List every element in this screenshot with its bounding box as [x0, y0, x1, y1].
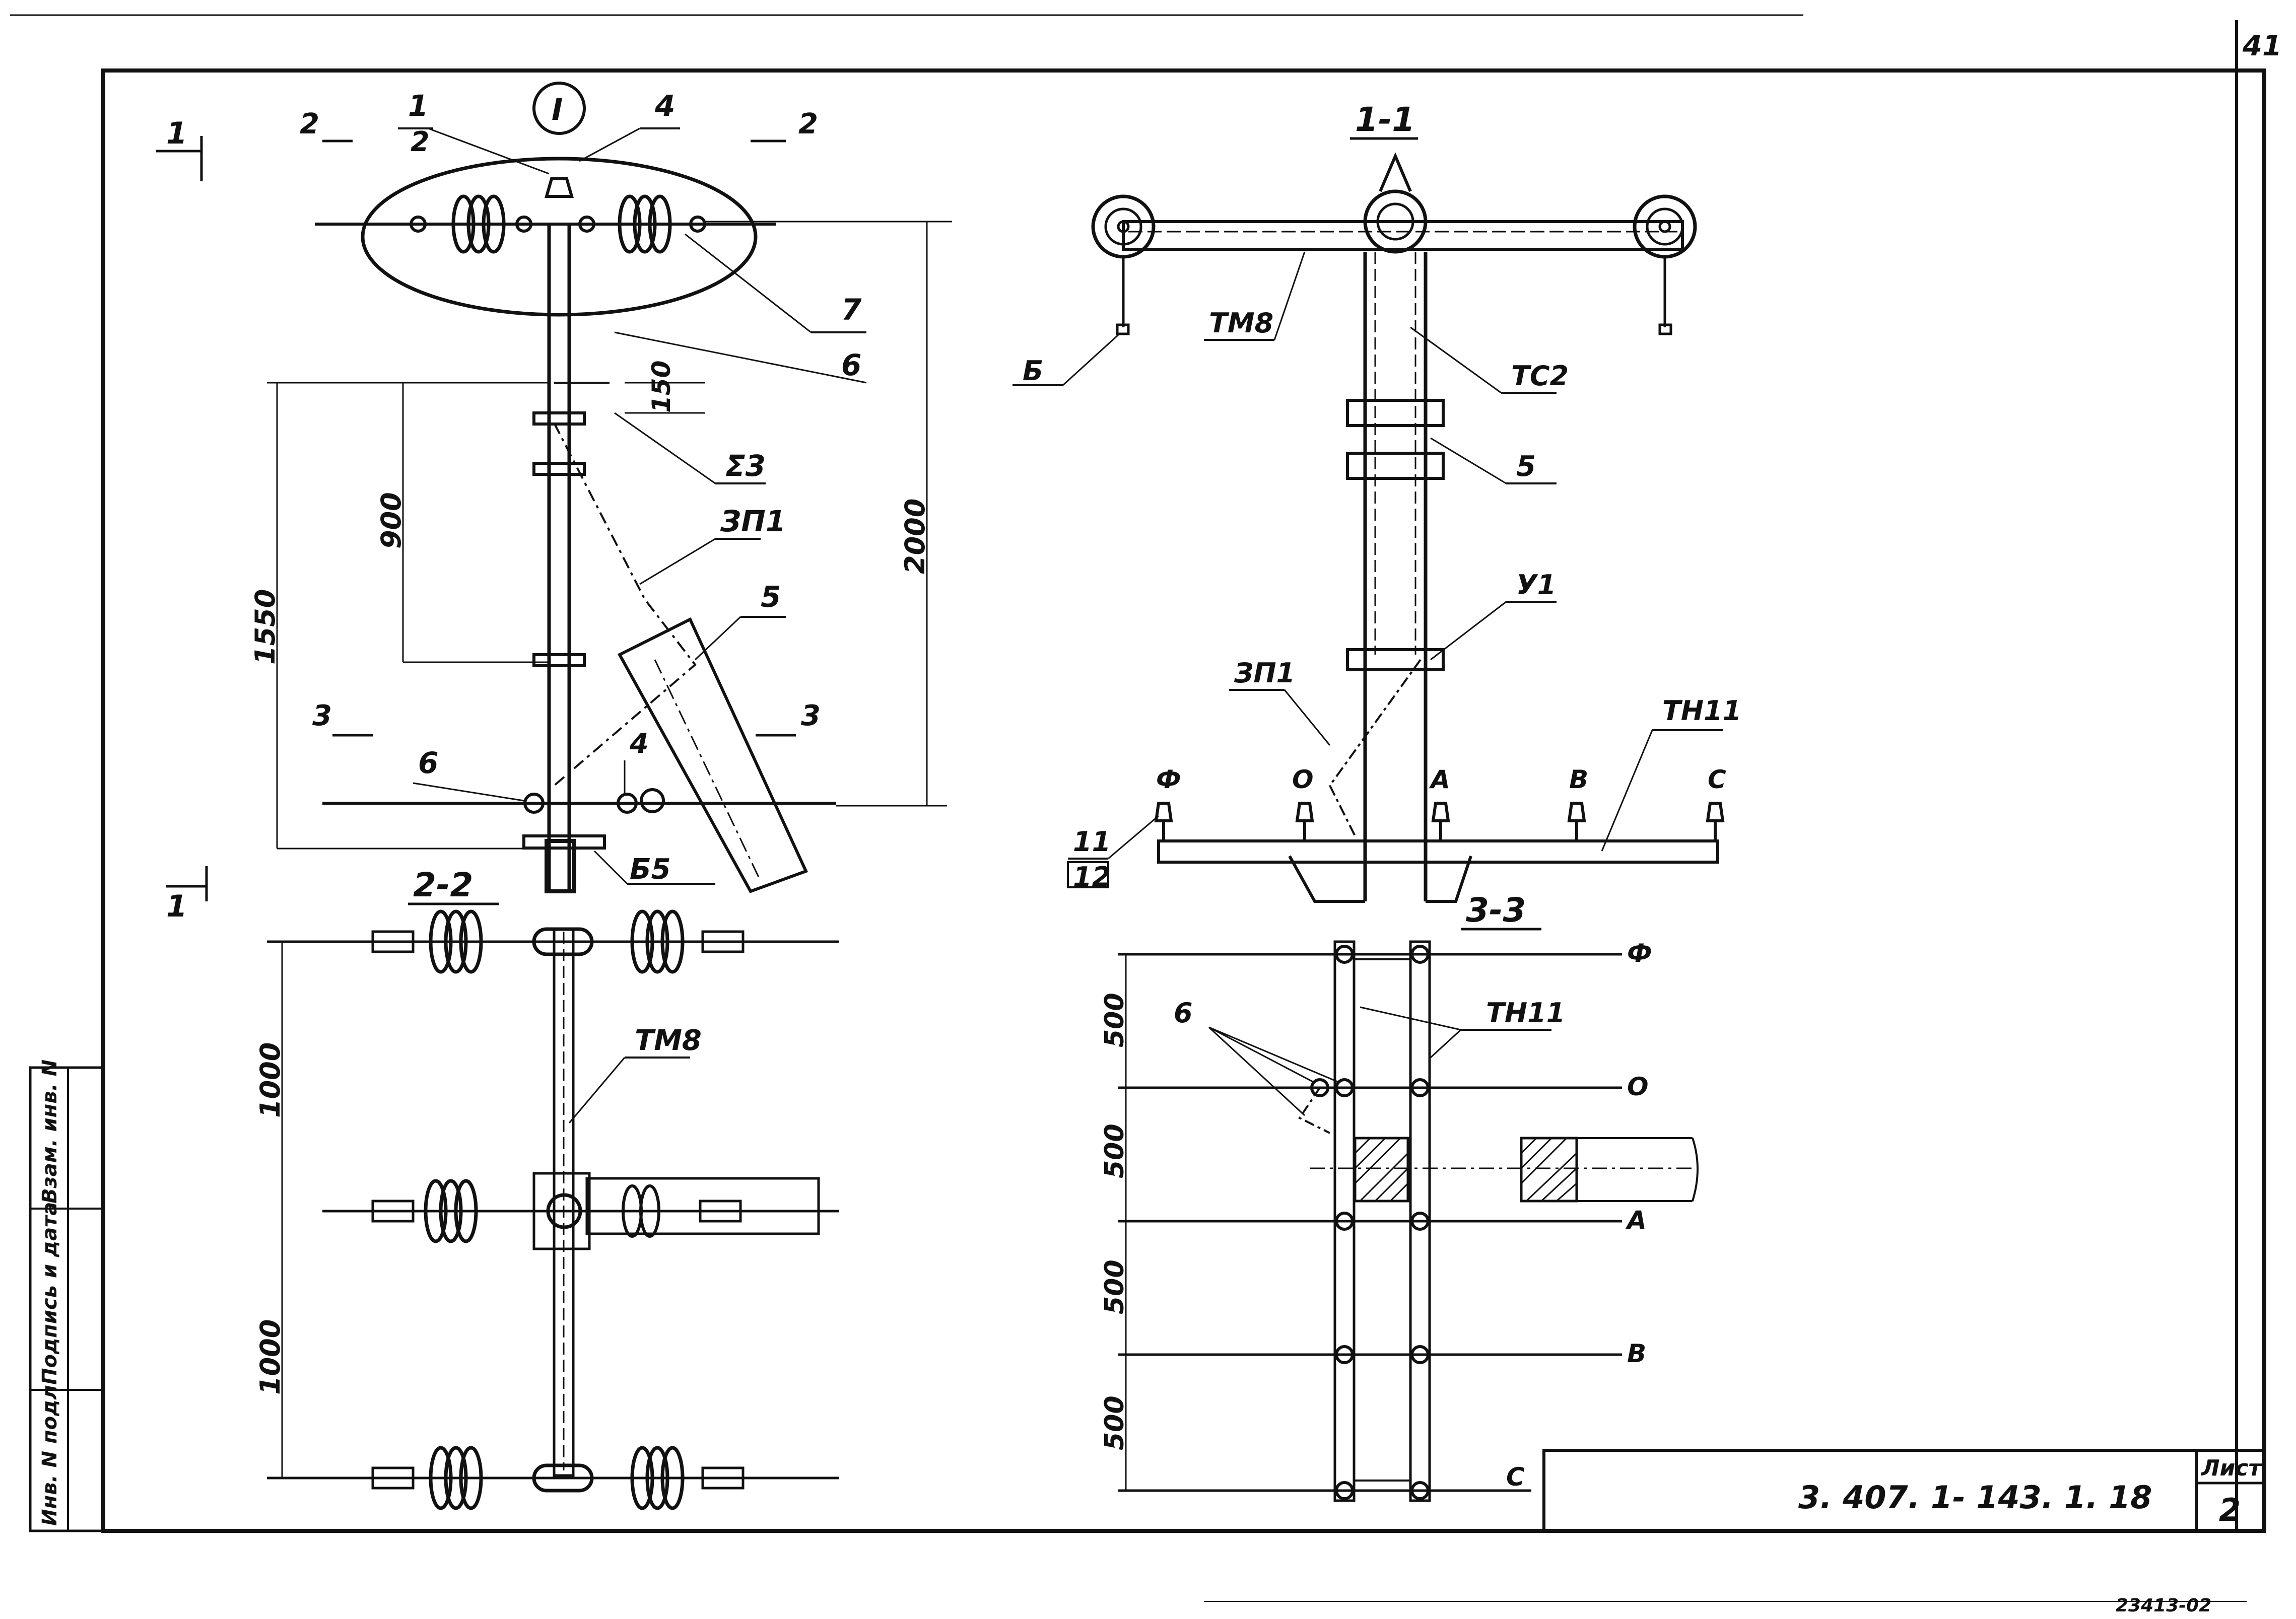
phase-pins — [1154, 802, 1725, 841]
label-tm8-1-1: ТМ8 — [1209, 307, 1273, 339]
label-sigma-3: Σ3 — [725, 449, 766, 483]
label-4-lower: 4 — [629, 728, 649, 759]
label-tm8-2-2: ТМ8 — [635, 1024, 702, 1057]
phase-a-3-3: А — [1625, 1206, 1647, 1235]
insulator-row-middle — [322, 1172, 839, 1250]
section-mark-2-left: 2 — [300, 108, 319, 140]
label-zp1-1-1: ЗП1 — [1234, 657, 1295, 689]
label-1: 1 — [408, 89, 428, 123]
label-th11-3-3: ТН11 — [1486, 997, 1565, 1029]
section-mark-1-top: 1 — [166, 116, 187, 151]
insulator-row-bottom — [267, 1446, 839, 1510]
dim-500-4: 500 — [1100, 1395, 1130, 1450]
pole-section — [1354, 1137, 1409, 1203]
main-view: 1 1 2 2 3 3 I — [156, 82, 952, 924]
ground-wire-zp1 — [553, 423, 697, 787]
dim-150: 150 — [647, 361, 676, 413]
bottom-code: 23413-02 — [2116, 1595, 2211, 1616]
label-th11-1-1: ТН11 — [1662, 695, 1741, 727]
phase-b-1-1: В — [1569, 765, 1588, 794]
phase-line-f — [1118, 945, 1622, 964]
label-12: 12 — [1073, 861, 1111, 893]
label-5-main: 5 — [761, 580, 781, 614]
ground-wire-1-1 — [1328, 659, 1422, 836]
view-3-3: 3-3 — [1100, 891, 1699, 1502]
dim-500-2: 500 — [1100, 1123, 1130, 1178]
detail-circle-label: I — [552, 92, 563, 127]
label-b-1-1: Б — [1023, 355, 1043, 387]
label-u1: У1 — [1516, 569, 1556, 601]
dim-2000: 2000 — [899, 499, 931, 574]
dim-1000-lower: 1000 — [254, 1319, 286, 1395]
insulator-string-top-right — [578, 194, 706, 254]
title-block: 3. 407. 1- 143. 1. 18 Лист 2 — [1542, 1449, 2266, 1532]
lower-crossarm — [1157, 839, 1719, 864]
phase-b-3-3: В — [1627, 1339, 1646, 1368]
jumper-loop — [361, 157, 758, 317]
label-6-lower: 6 — [418, 746, 438, 780]
view-1-1-title: 1-1 — [1355, 100, 1415, 139]
document-code: 3. 407. 1- 143. 1. 18 — [1798, 1479, 2152, 1516]
dim-500-1: 500 — [1100, 993, 1130, 1047]
view-1-1: 1-1 — [1012, 100, 1741, 903]
svg-text:41: 41 — [2242, 30, 2282, 62]
phase-c-3-3: С — [1506, 1462, 1525, 1492]
phase-line-b — [1118, 1345, 1622, 1364]
side-label-sign: Подпись и дата — [38, 1202, 61, 1385]
phase-f-3-3: Ф — [1627, 939, 1652, 968]
label-2: 2 — [411, 126, 430, 158]
dim-900: 900 — [375, 492, 407, 549]
phase-line-o — [1118, 1078, 1622, 1097]
phase-o-1-1: О — [1292, 765, 1314, 794]
phase-o-3-3: О — [1627, 1072, 1649, 1101]
side-label-inv: Инв. N подл. — [38, 1377, 61, 1526]
phase-f-1-1: Ф — [1156, 765, 1181, 794]
view-2-2-title: 2-2 — [413, 866, 473, 904]
dim-500-3: 500 — [1100, 1259, 1130, 1314]
label-6-3-3: 6 — [1174, 997, 1193, 1029]
dim-1000-upper: 1000 — [254, 1042, 286, 1118]
label-7: 7 — [841, 293, 862, 327]
view-2-2: 2-2 — [254, 866, 839, 1510]
corner-number: 41 — [2242, 30, 2282, 62]
insulator-string-top-left — [410, 194, 532, 254]
sheet-frame — [10, 14, 2266, 1602]
insulator-row-top — [267, 909, 839, 974]
pole-section-detail — [1520, 1137, 1578, 1203]
dim-1550: 1550 — [249, 589, 281, 665]
section-mark-3-right: 3 — [801, 699, 821, 732]
phase-a-1-1: А — [1429, 765, 1450, 794]
side-label-replace: Взам. инв. N — [38, 1060, 61, 1204]
section-mark-1-bottom: 1 — [166, 889, 187, 924]
detail-circle — [532, 82, 586, 135]
label-b5: Б5 — [630, 853, 671, 886]
label-11: 11 — [1073, 826, 1111, 858]
section-mark-2-right: 2 — [798, 108, 818, 140]
label-4-top: 4 — [654, 89, 675, 123]
label-6-top: 6 — [841, 348, 861, 382]
strut — [617, 617, 808, 893]
label-tc2: ТС2 — [1511, 360, 1569, 392]
label-5-1-1: 5 — [1516, 450, 1536, 483]
view-3-3-title: 3-3 — [1466, 891, 1526, 930]
phase-line-a — [1118, 1212, 1622, 1231]
sheet-number: 2 — [2219, 1492, 2241, 1528]
section-mark-3-left: 3 — [312, 699, 332, 732]
sheet-label: Лист — [2200, 1455, 2262, 1481]
label-zp1: ЗП1 — [720, 504, 786, 538]
side-stamp: Инв. N подл. Подпись и дата Взам. инв. N — [29, 1060, 105, 1532]
phase-line-c — [1118, 1481, 1531, 1500]
phase-c-1-1: С — [1708, 765, 1726, 794]
insulator-disc-center — [1363, 152, 1428, 254]
